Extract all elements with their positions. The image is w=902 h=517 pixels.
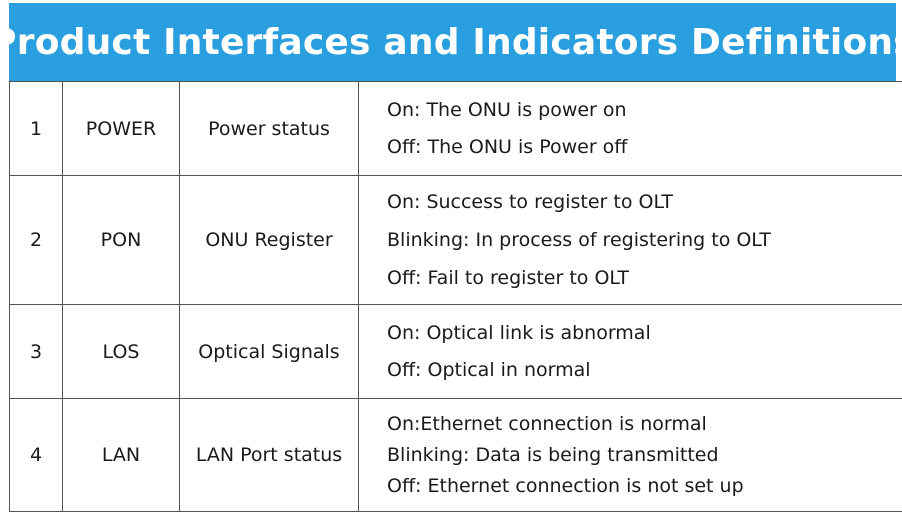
description-line: On:Ethernet connection is normal [387, 412, 707, 435]
page-title: Product Interfaces and Indicators Defini… [0, 21, 902, 63]
table-row: 4 LAN LAN Port status On:Ethernet connec… [9, 398, 902, 512]
indicator-table: 1 POWER Power status On: The ONU is powe… [9, 81, 902, 512]
description-line: Blinking: Data is being transmitted [387, 443, 719, 466]
indicator-name: LOS [62, 304, 180, 399]
indicator-function: LAN Port status [179, 398, 359, 512]
indicator-name: POWER [62, 81, 180, 176]
row-number: 2 [9, 175, 63, 305]
description-line: Off: Optical in normal [387, 358, 591, 381]
indicator-function: ONU Register [179, 175, 359, 305]
table-row: 1 POWER Power status On: The ONU is powe… [9, 81, 902, 176]
table-row: 3 LOS Optical Signals On: Optical link i… [9, 304, 902, 399]
description-line: Off: The ONU is Power off [387, 135, 628, 158]
row-number: 1 [9, 81, 63, 176]
row-number: 3 [9, 304, 63, 399]
description-line: On: The ONU is power on [387, 98, 627, 121]
indicator-description: On: Optical link is abnormal Off: Optica… [358, 304, 902, 399]
description-line: Off: Ethernet connection is not set up [387, 474, 744, 497]
description-line: Blinking: In process of registering to O… [387, 229, 771, 251]
indicator-function: Power status [179, 81, 359, 176]
indicator-description: On: Success to register to OLT Blinking:… [358, 175, 902, 305]
indicator-description: On: The ONU is power on Off: The ONU is … [358, 81, 902, 176]
indicator-description: On:Ethernet connection is normal Blinkin… [358, 398, 902, 512]
indicator-name: PON [62, 175, 180, 305]
description-line: On: Success to register to OLT [387, 191, 674, 213]
indicator-function: Optical Signals [179, 304, 359, 399]
indicator-name: LAN [62, 398, 180, 512]
description-line: On: Optical link is abnormal [387, 321, 651, 344]
row-number: 4 [9, 398, 63, 512]
title-banner: Product Interfaces and Indicators Defini… [0, 3, 902, 81]
description-line: Off: Fail to register to OLT [387, 267, 629, 289]
table-row: 2 PON ONU Register On: Success to regist… [9, 175, 902, 305]
